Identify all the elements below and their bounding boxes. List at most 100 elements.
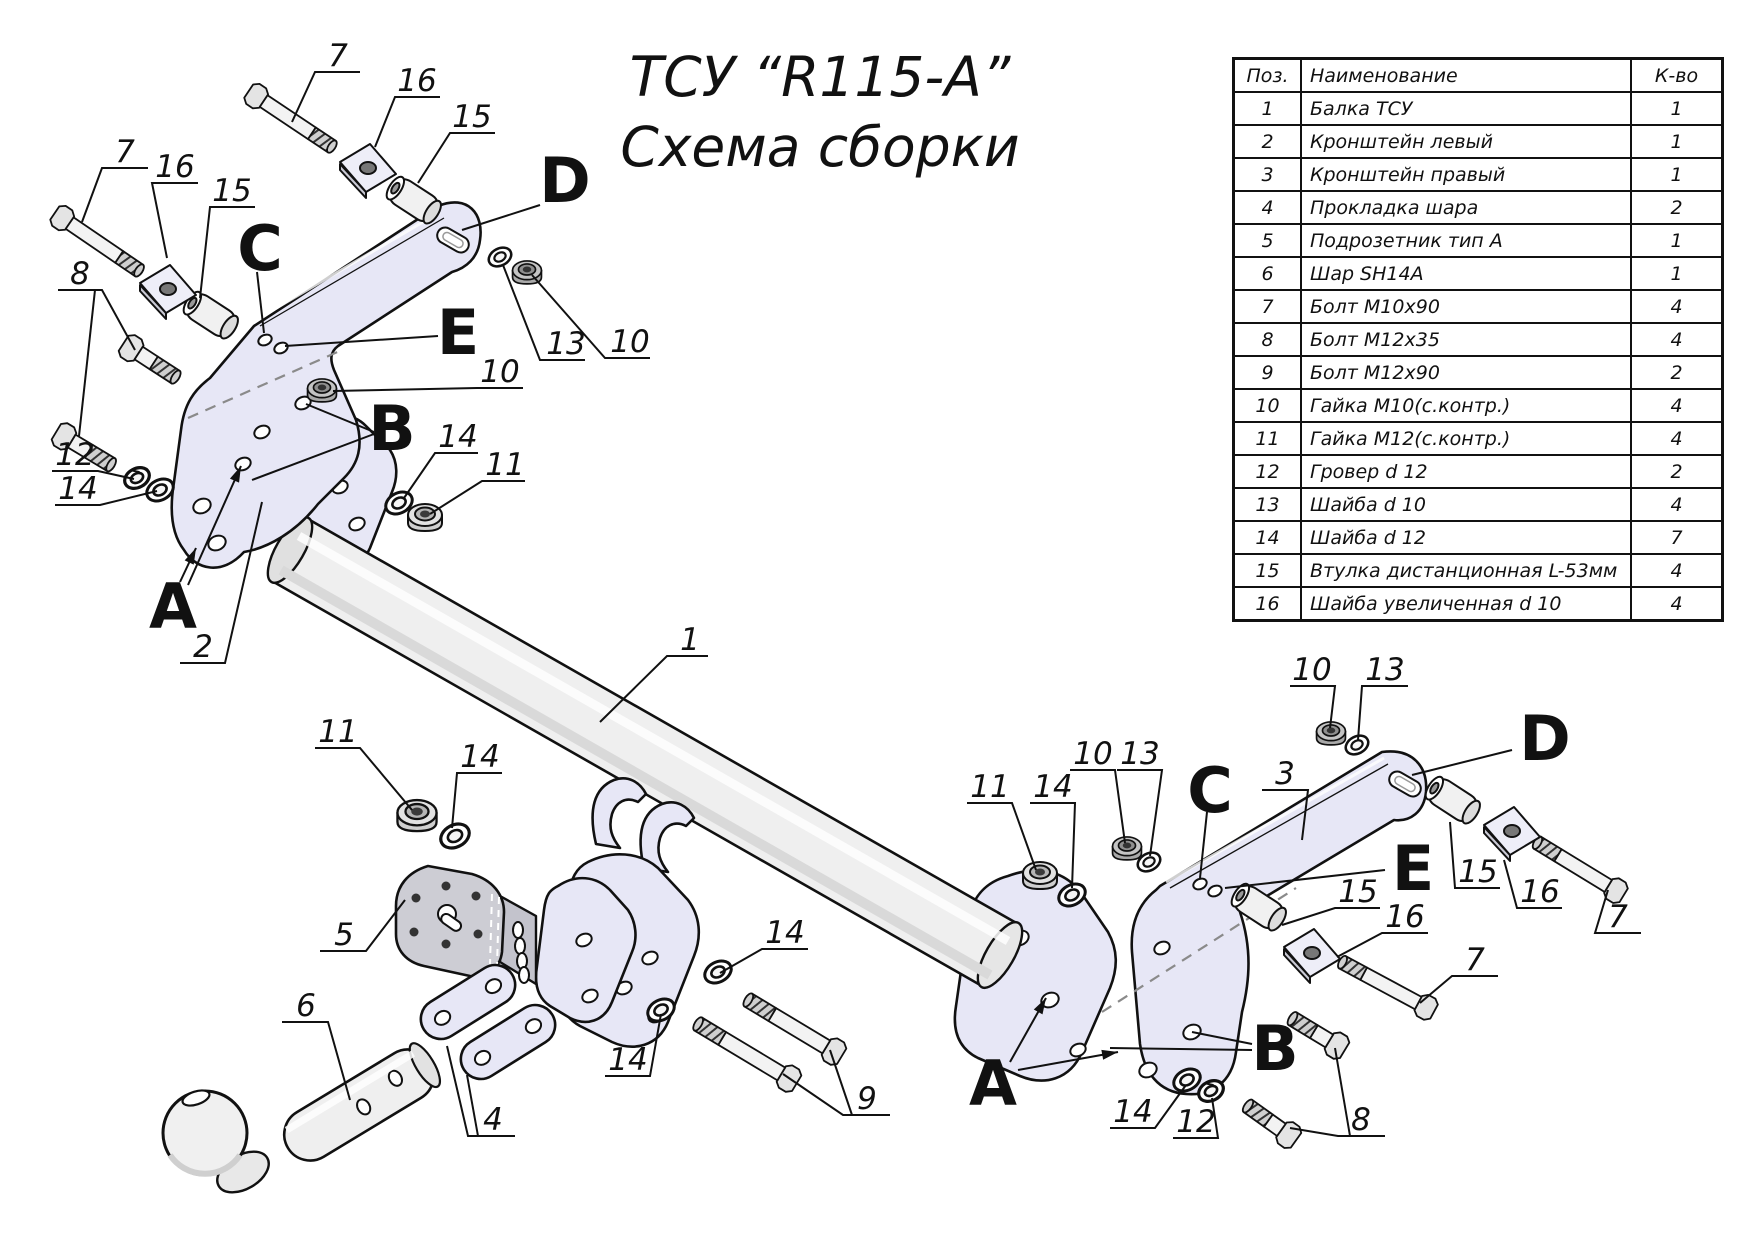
callout-8: 8 bbox=[70, 256, 90, 292]
callout-15: 15 bbox=[1458, 854, 1497, 890]
table-cell: 4 bbox=[1630, 322, 1724, 357]
table-cell: 2 bbox=[1630, 355, 1724, 390]
callout-10: 10 bbox=[480, 354, 519, 390]
table-cell: 4 bbox=[1630, 289, 1724, 324]
table-cell: 15 bbox=[1232, 553, 1302, 588]
callout-9: 9 bbox=[857, 1081, 877, 1117]
table-cell: Подрозетник тип А bbox=[1300, 223, 1632, 258]
callout-A: A bbox=[149, 570, 197, 643]
table-cell: 2 bbox=[1630, 190, 1724, 225]
washer-13r1 bbox=[1136, 851, 1162, 873]
callout-16: 16 bbox=[1385, 899, 1424, 935]
spacer-15a bbox=[385, 175, 442, 225]
table-cell: 9 bbox=[1232, 355, 1302, 390]
col-header-name: Наименование bbox=[1300, 57, 1632, 93]
table-cell: 13 bbox=[1232, 487, 1302, 522]
col-header-qty: К-во bbox=[1630, 57, 1724, 93]
leader-lines bbox=[52, 71, 1641, 1139]
callout-12: 12 bbox=[55, 437, 94, 473]
table-cell: Прокладка шара bbox=[1300, 190, 1632, 225]
nut-11b bbox=[396, 798, 438, 833]
callout-15: 15 bbox=[212, 173, 251, 209]
table-cell: Шар SH14A bbox=[1300, 256, 1632, 291]
callout-A: A bbox=[969, 1047, 1017, 1120]
callout-2: 2 bbox=[193, 629, 213, 665]
table-cell: Гайка М10(с.контр.) bbox=[1300, 388, 1632, 423]
callout-14: 14 bbox=[58, 471, 97, 507]
table-cell: 1 bbox=[1630, 256, 1724, 291]
table-cell: 8 bbox=[1232, 322, 1302, 357]
callout-3: 3 bbox=[1275, 756, 1295, 792]
callout-14: 14 bbox=[1113, 1094, 1152, 1130]
table-cell: 2 bbox=[1232, 124, 1302, 159]
drawing-title-model: ТСУ “R115-А” bbox=[629, 45, 1011, 109]
table-cell: 4 bbox=[1232, 190, 1302, 225]
callout-14: 14 bbox=[438, 419, 477, 455]
callout-E: E bbox=[437, 296, 479, 369]
table-cell: 7 bbox=[1630, 520, 1724, 555]
callout-14: 14 bbox=[460, 739, 499, 775]
ball-gasket-plates bbox=[419, 963, 557, 1081]
arrowhead bbox=[1101, 1049, 1118, 1060]
bolt-7a bbox=[243, 83, 338, 154]
title-block: ТСУ “R115-А” Схема сборки bbox=[600, 42, 1040, 183]
washer-14c2 bbox=[703, 959, 733, 985]
table-cell: 12 bbox=[1232, 454, 1302, 489]
arrowhead bbox=[184, 548, 196, 565]
bolt-8r2 bbox=[1286, 1011, 1351, 1060]
callout-1: 1 bbox=[680, 622, 700, 658]
callout-11: 11 bbox=[318, 714, 357, 750]
callout-10: 10 bbox=[1073, 736, 1112, 772]
table-cell: 4 bbox=[1630, 487, 1724, 522]
table-header-row: Поз. Наименование К-во bbox=[1232, 57, 1724, 93]
drawing-title-subtitle: Схема сборки bbox=[620, 115, 1020, 180]
callout-6: 6 bbox=[296, 988, 316, 1024]
callout-16: 16 bbox=[397, 63, 436, 99]
callout-E: E bbox=[1392, 832, 1434, 905]
table-cell: Шайба увеличенная d 10 bbox=[1300, 586, 1632, 622]
table-cell: 1 bbox=[1232, 91, 1302, 126]
callout-12: 12 bbox=[1176, 1104, 1215, 1140]
table-cell: Болт М12х35 bbox=[1300, 322, 1632, 357]
callout-16: 16 bbox=[1520, 874, 1559, 910]
beam-part bbox=[266, 516, 1024, 989]
table-cell: 1 bbox=[1630, 223, 1724, 258]
nut-10a bbox=[511, 260, 543, 285]
washer-14c bbox=[439, 822, 471, 850]
callout-7: 7 bbox=[1608, 899, 1628, 935]
table-cell: 3 bbox=[1232, 157, 1302, 192]
table-cell: 4 bbox=[1630, 388, 1724, 423]
table-cell: 6 bbox=[1232, 256, 1302, 291]
callout-4: 4 bbox=[483, 1102, 503, 1138]
callout-10: 10 bbox=[1292, 652, 1331, 688]
callout-13: 13 bbox=[546, 326, 585, 362]
callout-C: C bbox=[237, 212, 283, 285]
washer-14r2 bbox=[1172, 1067, 1202, 1093]
washer-14-clampL bbox=[384, 490, 414, 516]
bolt-7r1 bbox=[1337, 954, 1439, 1021]
table-cell: 16 bbox=[1232, 586, 1302, 622]
table-cell: Балка ТСУ bbox=[1300, 91, 1632, 126]
washer-14L bbox=[145, 477, 175, 503]
square-washer-16b bbox=[139, 264, 197, 320]
nut-11a bbox=[407, 503, 443, 532]
callout-B: B bbox=[368, 392, 415, 465]
table-cell: 1 bbox=[1630, 157, 1724, 192]
table-cell: 5 bbox=[1232, 223, 1302, 258]
callout-11: 11 bbox=[485, 447, 524, 483]
